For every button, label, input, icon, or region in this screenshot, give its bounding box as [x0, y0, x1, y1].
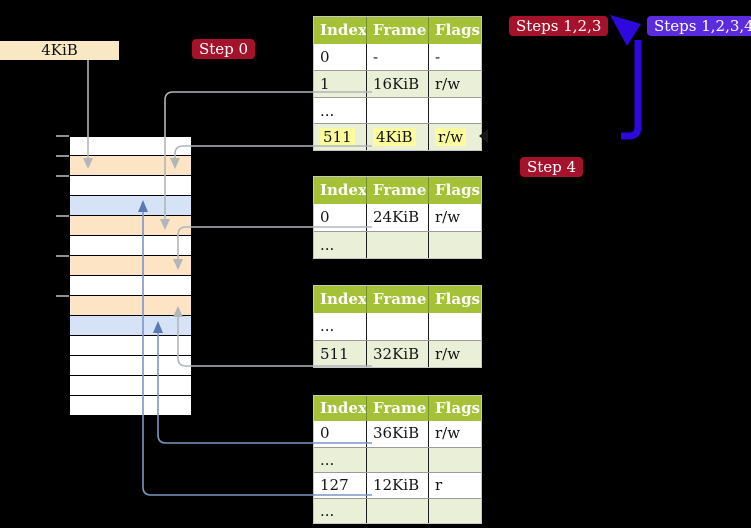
entry-cell: r/w — [435, 208, 461, 226]
memory-frame-row-white — [70, 356, 191, 376]
entry-cell: 511 — [314, 124, 367, 150]
memory-frame-row-white — [70, 396, 191, 416]
memory-frame-row-white — [70, 376, 191, 396]
header-cell-frame: Frame — [367, 177, 429, 204]
entry-cell: r/w — [435, 75, 461, 94]
header-cell-index: Index — [314, 17, 367, 44]
header-cell-flags: Flags — [435, 290, 480, 308]
entry-cell — [367, 447, 429, 473]
entry-cell — [367, 498, 429, 523]
memory-axis-tick — [56, 155, 69, 157]
entry-cell: r/w — [429, 124, 481, 150]
entry-cell: 0 — [314, 204, 367, 231]
memory-frame-row-white — [70, 276, 191, 296]
entry-cell: 127 — [314, 473, 367, 498]
entry-cell: - — [367, 43, 429, 71]
memory-frame-row-peach — [70, 216, 191, 236]
entry-cell — [429, 232, 481, 258]
entry-cell — [429, 313, 481, 340]
memory-frame-row-white — [70, 236, 191, 256]
header-cell-flags: Flags — [435, 399, 480, 417]
entry-cell: ... — [314, 447, 367, 473]
entry-cell: 511 — [314, 341, 367, 367]
entry-cell: ... — [314, 498, 367, 523]
entry-cell: 16KiB — [367, 71, 429, 97]
entry-cell — [429, 499, 481, 523]
page-table-entry-row: 511 4KiB r/w — [314, 123, 481, 150]
entry-cell: 0 — [314, 43, 367, 71]
highlighted-value: 4KiB — [373, 128, 416, 147]
memory-frame-row-white — [70, 176, 191, 196]
entry-cell: ... — [314, 232, 367, 258]
entry-cell: ... — [314, 313, 367, 340]
steps-loop-arrowhead — [610, 15, 641, 46]
entry-cell: r/w — [435, 424, 461, 443]
entry-cell — [367, 97, 429, 124]
header-cell-flags: Flags — [435, 181, 480, 199]
entry-cell — [367, 313, 429, 340]
page-table-entry-row: ... — [314, 96, 481, 124]
steps123-badge: Steps 1,2,3 — [509, 16, 609, 36]
entry-cell: r — [435, 476, 443, 495]
memory-axis-tick — [56, 135, 69, 137]
entry-cell: 24KiB — [367, 204, 429, 231]
step4-badge: Step 4 — [520, 157, 584, 177]
memory-frame-row-peach — [70, 156, 191, 176]
entry-cell: 4KiB — [367, 124, 429, 150]
highlighted-value: 511 — [320, 128, 355, 147]
entry-cell: - — [435, 47, 441, 66]
page-table-entry-row: 0-- — [314, 43, 481, 71]
memory-axis-tick — [56, 175, 69, 177]
header-cell-frame: Frame — [367, 17, 429, 44]
header-cell-flags: Flags — [435, 21, 480, 39]
highlighted-value: r/w — [435, 128, 467, 147]
memory-frame-row-peach — [70, 296, 191, 316]
entry-cell: 36KiB — [367, 421, 429, 447]
entry-cell — [367, 232, 429, 258]
memory-frame-row-white — [70, 136, 191, 156]
entry-cell: 32KiB — [367, 341, 429, 367]
memory-frame-row-blue — [70, 316, 191, 336]
memory-axis-tick — [56, 255, 69, 257]
memory-frame-row-white — [70, 336, 191, 356]
entry-cell: 0 — [314, 421, 367, 447]
page-table-entry-row: ... — [314, 313, 481, 340]
header-cell-index: Index — [314, 286, 367, 313]
entry-cell: 12KiB — [367, 473, 429, 498]
frame-size-label: 4KiB — [0, 41, 119, 60]
page-table-entry-row: ... — [314, 231, 481, 258]
entry-cell: ... — [314, 97, 367, 124]
memory-frame-row-blue — [70, 196, 191, 216]
header-cell-frame: Frame — [367, 286, 429, 313]
steps-loop-arrow — [621, 40, 642, 140]
entry-cell: 1 — [314, 71, 367, 97]
steps1234-badge: Steps 1,2,3,4 — [647, 16, 751, 36]
physical-memory-column — [56, 135, 191, 416]
page-table-entry-row: ... — [314, 497, 481, 523]
memory-axis-tick — [56, 215, 69, 217]
header-cell-index: Index — [314, 396, 367, 422]
header-cell-frame: Frame — [367, 396, 429, 422]
step0-badge: Step 0 — [192, 39, 256, 59]
entry-cell: r/w — [435, 345, 461, 363]
memory-axis-tick — [56, 295, 69, 297]
entry-cell — [429, 98, 481, 124]
entry-cell — [429, 448, 481, 472]
memory-frame-row-peach — [70, 256, 191, 276]
page-table-entry-row: ... — [314, 446, 481, 473]
header-cell-index: Index — [314, 177, 367, 204]
